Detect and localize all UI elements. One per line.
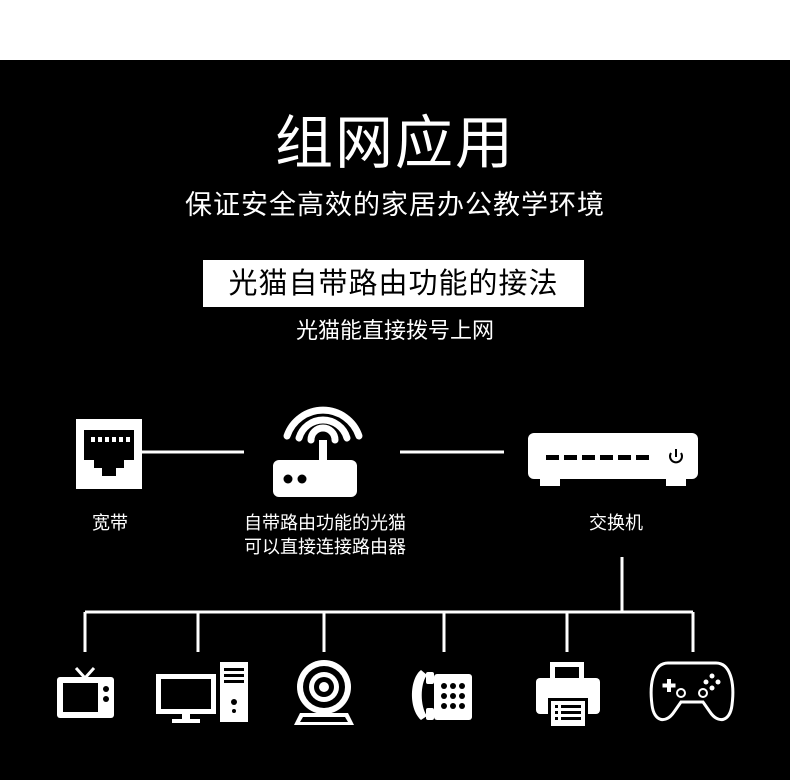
page-title: 组网应用 <box>274 109 515 177</box>
desktop-computer-icon <box>156 662 248 723</box>
broadband-label: 宽带 <box>92 513 128 534</box>
page-subtitle: 保证安全高效的家居办公教学环境 <box>185 190 605 221</box>
modem-label-line1: 自带路由功能的光猫 <box>244 513 406 534</box>
connection-lines <box>83 450 695 652</box>
method-description: 光猫能直接拨号上网 <box>295 319 494 344</box>
diagram-panel: 组网应用 保证安全高效的家居办公教学环境 光猫自带路由功能的接法 光猫能直接拨号… <box>0 60 790 780</box>
network-switch-icon <box>528 433 698 486</box>
webcam-icon <box>294 660 354 725</box>
wifi-router-icon <box>273 406 363 497</box>
switch-label: 交换机 <box>589 513 643 534</box>
modem-label: 自带路由功能的光猫 可以直接连接路由器 <box>215 512 435 560</box>
method-label: 光猫自带路由功能的接法 <box>203 260 584 307</box>
ethernet-port-icon <box>76 419 142 489</box>
network-diagram <box>57 406 735 726</box>
modem-label-line2: 可以直接连接路由器 <box>244 537 406 558</box>
tv-icon <box>57 666 114 718</box>
gamepad-icon <box>649 661 735 722</box>
fax-printer-icon <box>536 662 600 726</box>
telephone-icon <box>411 670 472 720</box>
